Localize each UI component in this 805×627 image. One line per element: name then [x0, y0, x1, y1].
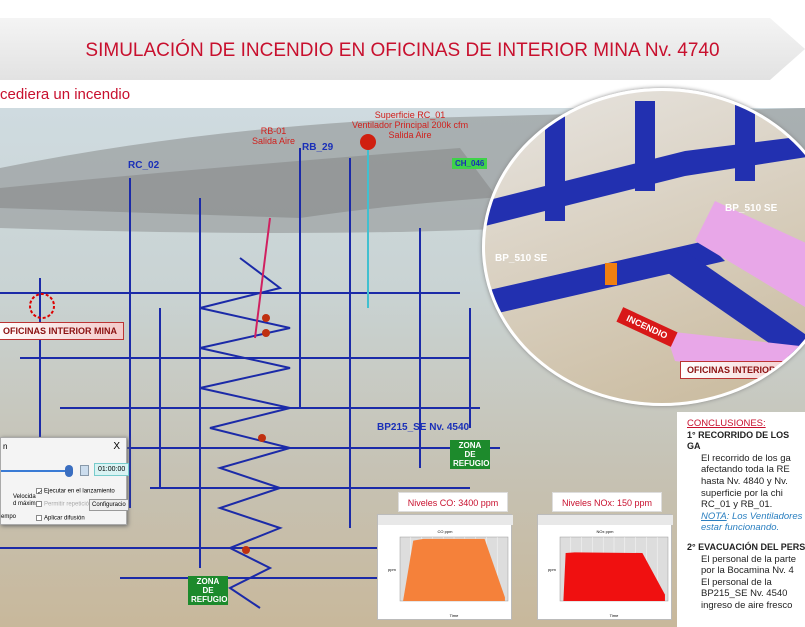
ejecutar-checkbox[interactable]: ✓Ejecutar en el lanzamiento — [36, 488, 115, 496]
co-level-label: Niveles CO: 3400 ppm — [398, 492, 508, 512]
inset-galleries — [485, 91, 805, 377]
conclusions-panel: CONCLUSIONES: 1° RECORRIDO DE LOS GA El … — [677, 412, 805, 627]
chart-toolbar — [538, 515, 673, 525]
bp215-label: BP215_SE Nv. 4540 — [377, 422, 470, 433]
oficinas-inset-label: OFICINAS INTERIOR MINA — [680, 361, 805, 379]
bp510-label: BP_510 SE — [495, 253, 548, 264]
oficinas-label: OFICINAS INTERIOR MINA — [0, 322, 124, 340]
bp510-label: BP_510 SE — [725, 203, 778, 214]
permitir-checkbox[interactable]: Permitir repetición — [36, 501, 92, 508]
conclusion-2-heading: 2° EVACUACIÓN DEL PERS — [687, 541, 805, 552]
ch046-label: CH_046 — [452, 158, 488, 169]
conclusions-heading: CONCLUSIONES: — [687, 418, 766, 429]
aplicar-checkbox[interactable]: Aplicar difusión — [36, 515, 85, 522]
tiempo-label: empo — [1, 514, 17, 520]
slider-thumb[interactable] — [65, 465, 73, 477]
reset-button[interactable] — [80, 465, 89, 476]
time-slider[interactable] — [1, 470, 69, 472]
y-axis-label: ppm — [388, 567, 396, 572]
config-button[interactable]: Configuracio — [89, 499, 129, 511]
conclusion-1-heading: 1° RECORRIDO DE LOS GA — [687, 429, 790, 452]
y-axis-label: ppm — [548, 567, 556, 572]
refugio-label: ZONA DE REFUGIO — [188, 576, 228, 605]
data-area — [563, 552, 665, 601]
rb29-label: RB_29 — [302, 142, 334, 153]
page-title: SIMULACIÓN DE INCENDIO EN OFICINAS DE IN… — [85, 40, 720, 61]
refugio-label: ZONA DE REFUGIO — [450, 440, 490, 469]
x-axis-label: Time — [450, 613, 460, 618]
dialog-title: n — [3, 442, 8, 451]
subtitle: cediera un incendio — [0, 86, 131, 103]
chart-title: CO ppm — [438, 529, 454, 534]
incident-zoom-inset: BP_510 SE BP_510 SE INCENDIO OFICINAS IN… — [482, 88, 805, 406]
close-button[interactable]: X — [113, 441, 120, 452]
title-banner — [0, 18, 805, 80]
nox-level-label: Niveles NOx: 150 ppm — [552, 492, 662, 512]
rc02-label: RC_02 — [128, 160, 160, 171]
chart-title: NOx ppm — [597, 529, 615, 534]
time-display: 01:00:00 — [94, 463, 130, 476]
x-axis-label: Time — [610, 613, 620, 618]
chart-toolbar — [378, 515, 513, 525]
data-area — [403, 538, 505, 601]
